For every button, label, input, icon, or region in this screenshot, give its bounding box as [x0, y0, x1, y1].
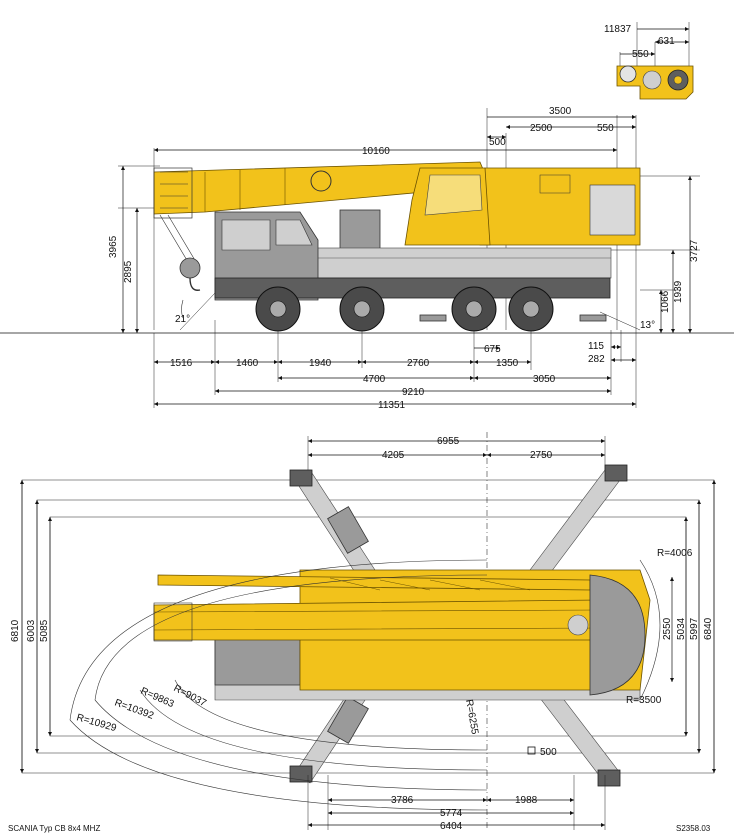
- side-dim-3965: 3965: [108, 235, 119, 258]
- top-dim-5774: 5774: [440, 808, 463, 819]
- side-dim-500: 500: [489, 137, 506, 148]
- top-dim-4205: 4205: [382, 450, 405, 461]
- top-dim-6003: 6003: [26, 619, 37, 642]
- rear-view: 11837 631 550: [604, 22, 694, 100]
- top-dim-2750: 2750: [530, 450, 553, 461]
- pad-square-icon: [527, 746, 536, 755]
- approach-angle: 21°: [175, 314, 190, 325]
- side-dim-1350: 1350: [496, 358, 519, 369]
- rear-dim-550: 550: [632, 49, 649, 60]
- rear-dim-11837: 11837: [604, 24, 632, 35]
- top-dim-6955: 6955: [437, 436, 460, 447]
- side-dim-1516: 1516: [170, 358, 193, 369]
- model-label: SCANIA Typ CB 8x4 MHZ: [8, 824, 100, 833]
- radius-9037: R=9037: [172, 683, 209, 709]
- side-dim-3727: 3727: [689, 239, 700, 262]
- top-dim-6810: 6810: [10, 619, 21, 642]
- radius-4006: R=4006: [657, 548, 693, 559]
- side-dim-1066: 1066: [660, 290, 671, 313]
- departure-angle: 13°: [640, 320, 655, 331]
- radius-10929: R=10929: [75, 712, 118, 734]
- side-dim-282: 282: [588, 354, 605, 365]
- top-dim-5034: 5034: [676, 617, 687, 640]
- side-view: 3500 2500 550 500 10160 3965 2895 3727 1…: [0, 106, 734, 411]
- radius-6255: R=6255: [463, 699, 480, 736]
- side-dim-1460: 1460: [236, 358, 259, 369]
- side-dim-9210: 9210: [402, 387, 425, 398]
- top-dim-2550: 2550: [662, 617, 673, 640]
- drawing-code: S2358.03: [676, 824, 711, 833]
- side-dim-550: 550: [597, 123, 614, 134]
- side-dim-1940: 1940: [309, 358, 332, 369]
- radius-10392: R=10392: [113, 697, 156, 721]
- side-dim-2500: 2500: [530, 123, 553, 134]
- rear-dim-631: 631: [658, 36, 675, 47]
- side-dim-4700: 4700: [363, 374, 386, 385]
- side-dim-3050: 3050: [533, 374, 556, 385]
- side-dim-10160: 10160: [362, 146, 390, 157]
- side-dim-3500: 3500: [549, 106, 572, 117]
- side-dim-11351: 11351: [378, 400, 406, 411]
- top-dim-5085: 5085: [39, 619, 50, 642]
- top-dim-6404: 6404: [440, 821, 463, 832]
- side-dim-2760: 2760: [407, 358, 430, 369]
- top-view: 6955 4205 2750 6810 6003 5085 6840 5997 …: [10, 432, 717, 832]
- pad-size-label: 500: [540, 747, 557, 758]
- top-dim-1988: 1988: [515, 795, 538, 806]
- top-dim-3786: 3786: [391, 795, 414, 806]
- side-dim-115: 115: [588, 341, 604, 352]
- radius-3500: R=3500: [626, 695, 662, 706]
- side-dim-675: 675: [484, 344, 501, 355]
- side-dim-1939: 1939: [673, 280, 684, 303]
- side-dim-2895: 2895: [123, 260, 134, 283]
- top-dim-6840: 6840: [703, 617, 714, 640]
- top-dim-5997: 5997: [689, 617, 700, 640]
